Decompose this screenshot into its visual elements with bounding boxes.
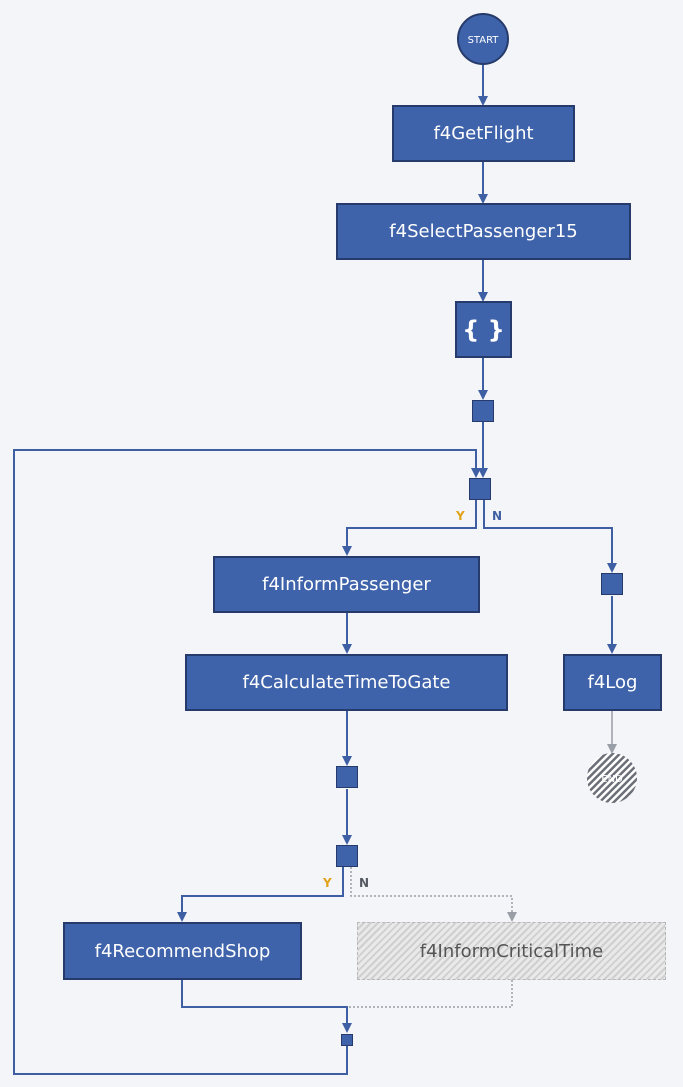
end-label: END — [601, 774, 623, 785]
junction-merge-2[interactable] — [336, 766, 358, 788]
node-recommend-shop[interactable]: f4RecommendShop — [63, 922, 302, 980]
node-get-flight-label: f4GetFlight — [433, 123, 534, 144]
condition-junction[interactable] — [336, 845, 358, 867]
node-select-passenger[interactable]: f4SelectPassenger15 — [336, 203, 631, 260]
node-calc-time-label: f4CalculateTimeToGate — [242, 672, 451, 693]
end-node — [587, 753, 637, 803]
start-node — [457, 13, 509, 65]
edge-loop-back — [13, 449, 481, 1075]
node-select-passenger-label: f4SelectPassenger15 — [389, 221, 578, 242]
node-recommend-shop-label: f4RecommendShop — [94, 940, 271, 962]
node-code-block[interactable]: { } — [455, 301, 512, 358]
node-log-label: f4Log — [587, 672, 638, 693]
node-inform-passenger-label: f4InformPassenger — [262, 574, 431, 595]
loop-no-label: N — [492, 509, 503, 523]
edge-shop-merge — [181, 980, 352, 1033]
node-inform-passenger[interactable]: f4InformPassenger — [213, 556, 480, 613]
node-inform-critical-label: f4InformCriticalTime — [419, 940, 604, 962]
edge-cond-yes — [177, 867, 344, 922]
node-calc-time[interactable]: f4CalculateTimeToGate — [185, 654, 508, 711]
edge-loop-no — [483, 500, 617, 573]
junction-merge-1[interactable] — [472, 400, 494, 422]
edge-loop-yes — [342, 500, 477, 556]
junction-merge-3[interactable] — [341, 1034, 353, 1046]
code-braces-icon: { } — [462, 315, 505, 344]
cond-yes-label: Y — [323, 876, 332, 890]
loop-condition-junction[interactable] — [469, 478, 491, 500]
loop-yes-label: Y — [456, 509, 465, 523]
node-inform-critical[interactable]: f4InformCriticalTime — [357, 922, 666, 980]
junction-log[interactable] — [601, 573, 623, 595]
cond-no-label: N — [359, 876, 370, 890]
start-label: START — [468, 35, 500, 46]
node-log[interactable]: f4Log — [563, 654, 662, 711]
edge-critical-merge — [347, 980, 513, 1008]
edge-cond-no — [350, 867, 517, 922]
node-get-flight[interactable]: f4GetFlight — [392, 105, 575, 162]
